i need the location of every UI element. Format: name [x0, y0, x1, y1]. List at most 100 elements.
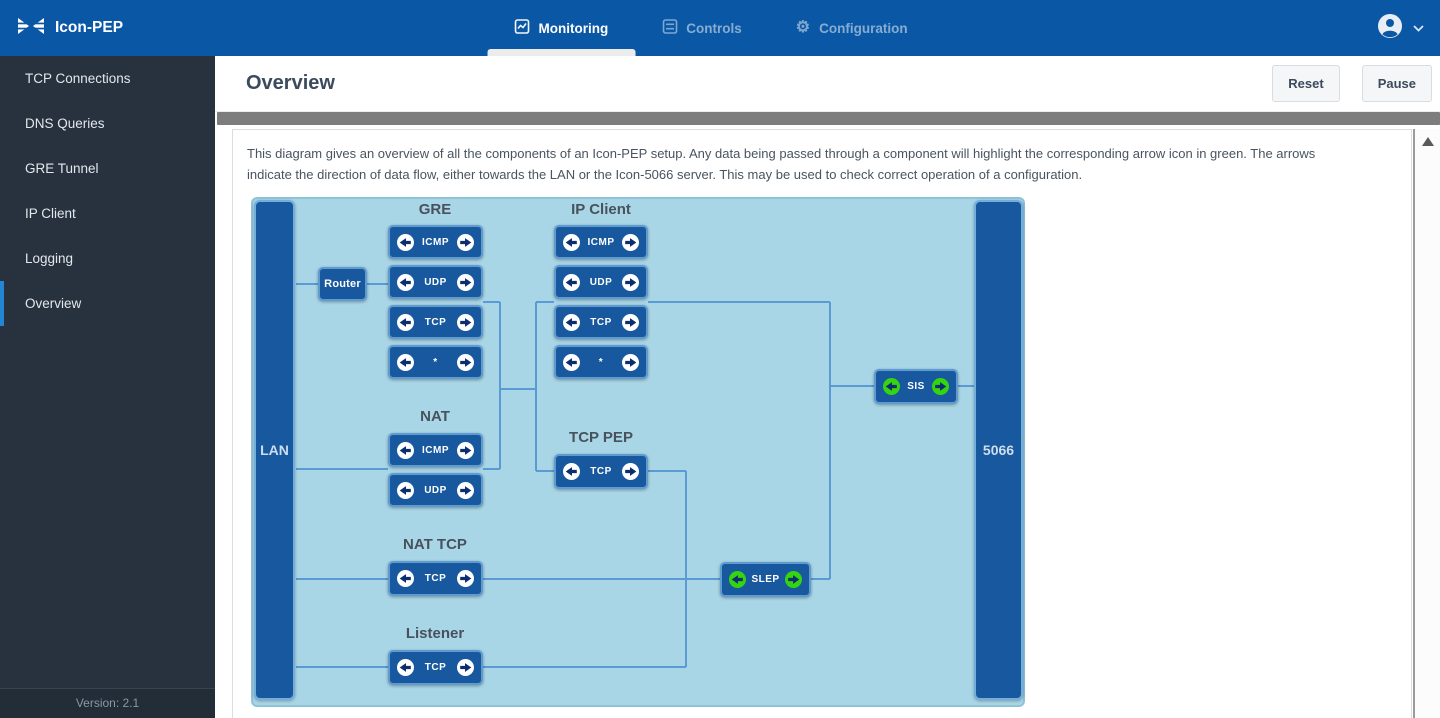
sidebar: TCP Connections DNS Queries GRE Tunnel I… [0, 56, 215, 718]
user-menu[interactable] [1377, 0, 1424, 56]
endpoint-5066: 5066 [974, 200, 1023, 700]
user-avatar-icon [1377, 13, 1403, 44]
connector-line [811, 578, 830, 580]
connector-line [499, 302, 501, 469]
flow-arrow-left-icon [563, 273, 580, 291]
connector-line [535, 302, 537, 471]
tab-monitoring[interactable]: Monitoring [487, 0, 636, 56]
connector-line [483, 301, 500, 303]
sidebar-item-overview[interactable]: Overview [0, 281, 215, 326]
flow-arrow-left-icon [729, 571, 746, 588]
sidebar-item-tcp-connections[interactable]: TCP Connections [25, 71, 131, 86]
connector-line [958, 385, 976, 387]
flow-arrow-left-icon [397, 441, 414, 459]
node-label: TCP [424, 573, 447, 584]
controls-icon [662, 19, 678, 37]
node-label: TCP [590, 316, 612, 328]
connector-line [296, 468, 388, 470]
overview-card: This diagram gives an overview of all th… [232, 129, 1412, 718]
node-ipclient-udp: UDP [554, 265, 648, 299]
node-tcppep-tcp: TCP [554, 454, 648, 489]
flow-arrow-left-icon [397, 313, 414, 331]
group-title-listener: Listener [405, 625, 465, 642]
overview-description: This diagram gives an overview of all th… [247, 146, 1316, 182]
flow-arrow-left-icon [397, 233, 414, 251]
nav-tabs: Monitoring Controls ⚙ Configuration [487, 0, 935, 56]
pause-button[interactable]: Pause [1361, 65, 1432, 102]
flow-arrow-left-icon [563, 463, 580, 480]
flow-arrow-right-icon [932, 378, 949, 395]
node-label: SIS [907, 381, 925, 392]
endpoint-lan: LAN [254, 200, 295, 700]
node-gre-any: * [388, 345, 483, 379]
tab-label: Configuration [819, 20, 908, 36]
flow-arrow-left-icon [397, 570, 414, 587]
flow-arrow-left-icon [563, 313, 580, 331]
node-label: SLEP [751, 574, 780, 585]
flow-arrow-left-icon [563, 353, 580, 371]
sidebar-item-logging[interactable]: Logging [25, 251, 74, 266]
sidebar-item-ip-client[interactable]: IP Client [25, 206, 76, 221]
sidebar-item-gre-tunnel[interactable]: GRE Tunnel [25, 161, 99, 176]
tab-label: Monitoring [538, 20, 609, 36]
page-title: Overview [246, 72, 335, 94]
flow-arrow-right-icon [457, 273, 474, 291]
connector-line [296, 666, 388, 668]
sidebar-item-dns-queries[interactable]: DNS Queries [25, 116, 105, 131]
page-header: Overview Reset Pause [215, 56, 1440, 112]
flow-arrow-right-icon [622, 353, 639, 371]
node-label: * [598, 356, 604, 368]
connector-line [685, 471, 687, 667]
active-tab-underline [487, 49, 636, 56]
tab-controls[interactable]: Controls [635, 0, 769, 56]
connector-line [296, 578, 388, 580]
node-listener-tcp: TCP [388, 650, 483, 685]
node-ipclient-tcp: TCP [554, 305, 648, 339]
connector-line [500, 388, 536, 390]
flow-arrow-right-icon [457, 353, 474, 371]
connector-line [296, 283, 318, 285]
group-title-nat-tcp: NAT TCP [403, 536, 467, 553]
horizontal-scrollbar[interactable] [217, 112, 1440, 125]
connector-line [829, 302, 831, 579]
node-gre-udp: UDP [388, 265, 483, 299]
node-label: UDP [424, 484, 447, 496]
connector-line [830, 385, 874, 387]
tab-configuration[interactable]: ⚙ Configuration [769, 0, 935, 56]
flow-arrow-right-icon [457, 659, 474, 676]
node-slep: SLEP [720, 562, 811, 597]
brand[interactable]: Icon-PEP [17, 0, 123, 56]
connector-line [648, 470, 686, 472]
node-nat-icmp: ICMP [388, 433, 483, 467]
connector-line [367, 283, 388, 285]
node-label: ICMP [422, 236, 449, 248]
node-label: Router [324, 278, 361, 290]
node-label: UDP [589, 276, 613, 288]
node-nattcp-tcp: TCP [388, 561, 483, 596]
node-ipclient-icmp: ICMP [554, 225, 648, 259]
main-content: Overview Reset Pause This diagram gives … [215, 56, 1440, 718]
flow-arrow-left-icon [397, 353, 414, 371]
node-sis: SIS [874, 369, 958, 404]
reset-button[interactable]: Reset [1272, 65, 1340, 102]
scroll-up-arrow-icon[interactable] [1421, 137, 1434, 146]
chevron-down-icon [1413, 19, 1424, 37]
top-navbar: Icon-PEP Monitoring Controls [0, 0, 1440, 56]
node-label: TCP [590, 466, 612, 477]
flow-arrow-right-icon [457, 441, 474, 459]
node-label: ICMP [422, 444, 449, 456]
flow-arrow-right-icon [785, 571, 802, 588]
gear-icon: ⚙ [795, 19, 811, 36]
flow-arrow-right-icon [622, 273, 639, 291]
node-label: * [433, 356, 438, 368]
vertical-scrollbar[interactable] [1413, 129, 1440, 718]
flow-arrow-right-icon [457, 570, 474, 587]
connector-line [483, 666, 686, 668]
node-nat-udp: UDP [388, 473, 483, 507]
flow-arrow-left-icon [563, 233, 580, 251]
connector-line [483, 578, 720, 580]
group-title-gre: GRE [418, 201, 452, 218]
flow-arrow-right-icon [457, 313, 474, 331]
flow-arrow-right-icon [622, 313, 639, 331]
